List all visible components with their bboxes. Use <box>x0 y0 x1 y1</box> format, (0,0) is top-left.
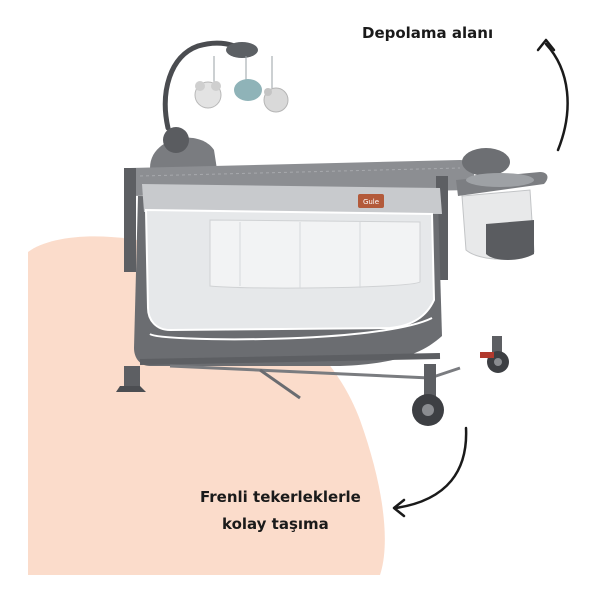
wheels-annotation-line1: Frenli tekerleklerle <box>200 488 361 506</box>
brand-text: Gule <box>363 198 379 206</box>
wheel-front <box>412 364 444 426</box>
wheels-annotation-line2: kolay taşıma <box>222 515 329 533</box>
storage-arrow <box>544 42 569 152</box>
base-frame <box>139 353 441 365</box>
background-blob <box>28 236 385 575</box>
storage-annotation: Depolama alanı <box>362 24 494 42</box>
wheel-back <box>480 336 509 373</box>
leg-left <box>124 366 140 386</box>
storage-organizer <box>456 172 548 260</box>
side-pillow <box>462 148 510 176</box>
hanging-mobile <box>162 40 289 131</box>
brand-badge <box>358 194 384 208</box>
wheels-arrow <box>394 426 468 510</box>
frame-post-left <box>124 168 136 272</box>
brake-pedal <box>480 352 494 358</box>
elephant-toy <box>234 79 262 101</box>
